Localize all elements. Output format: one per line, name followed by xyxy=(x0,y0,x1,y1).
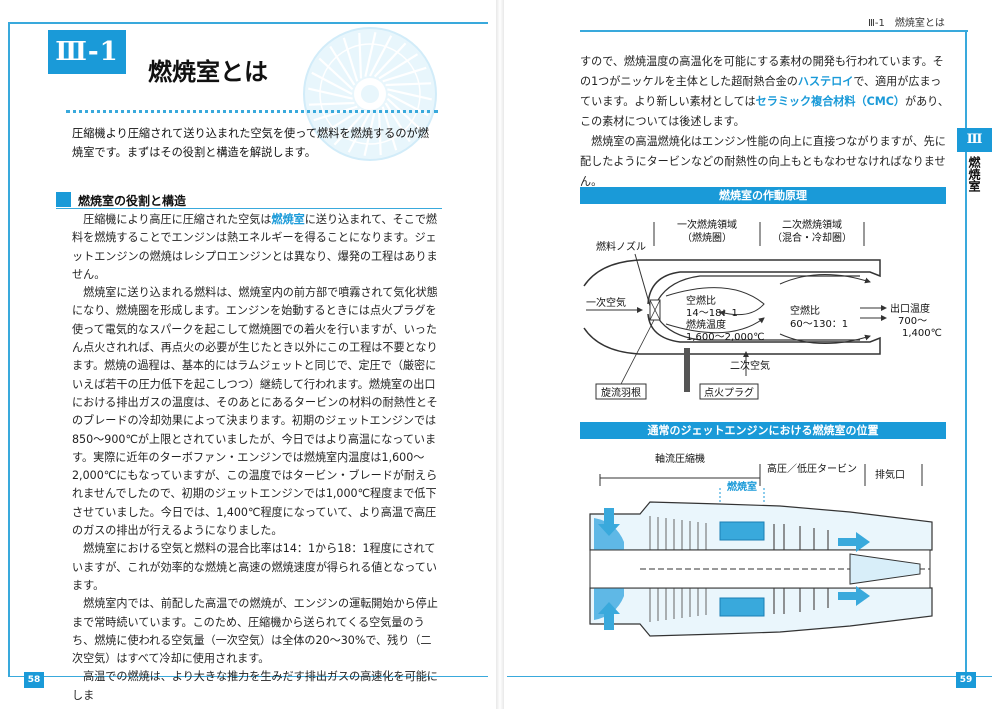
section-rule xyxy=(56,208,442,209)
term-highlight: ハステロイ xyxy=(797,75,854,88)
body-paragraph: 燃焼室における空気と燃料の混合比率は14：1から18：1程度にされていますが、こ… xyxy=(72,542,437,592)
ratio1-label: 空燃比 xyxy=(686,294,716,307)
right-body-text: すので、燃焼温度の高温化を可能にする素材の開発も行われています。その1つがニッケ… xyxy=(580,52,950,192)
chapter-badge: Ⅲ-1 xyxy=(48,30,126,74)
body-paragraph: 燃焼室内では、前配した高温での燃焼が、エンジンの運転開始から停止まで常時続いてい… xyxy=(72,597,438,666)
book-gutter xyxy=(496,0,504,709)
primary-zone-label: 一次燃焼領域 xyxy=(677,218,737,231)
frame-line xyxy=(8,22,10,676)
frame-line xyxy=(8,676,488,677)
turbine-fan-icon xyxy=(303,27,437,161)
body-paragraph: 燃焼室に送り込まれる燃料は、燃焼室内の前方部で噴霧されて気化状態になり、燃焼圏を… xyxy=(72,286,438,538)
hp-lp-turbine-label: 高圧／低圧タービン xyxy=(767,462,857,475)
section-heading: 燃焼室の役割と構造 xyxy=(56,190,442,210)
chapter-title: 燃焼室とは xyxy=(148,58,268,86)
body-paragraph: 高温での燃焼は、より大きな推力を生みだす排出ガスの高速化を可能にしま xyxy=(72,670,438,702)
body-paragraph: すので、燃焼温度の高温化を可能にする素材の開発も行われています。その1つがニッケ… xyxy=(580,55,949,128)
combustor-label: 燃焼室 xyxy=(727,480,757,493)
chapter-side-tab[interactable]: Ⅲ xyxy=(957,128,992,152)
fuel-nozzle-label: 燃料ノズル xyxy=(596,240,646,253)
temp-label: 燃焼温度 xyxy=(686,318,726,331)
section-marker xyxy=(56,192,71,207)
figure-title: 燃焼室の作動原理 xyxy=(580,187,946,204)
chapter-side-label: 燃焼室 xyxy=(967,156,981,192)
igniter-label: 点火プラグ xyxy=(704,386,754,399)
dotted-divider xyxy=(66,110,438,113)
frame-line xyxy=(580,30,968,32)
term-highlight: 燃焼室 xyxy=(271,213,305,226)
primary-zone-sub: （燃焼圏） xyxy=(682,231,732,244)
ratio2-value: 60〜130：1 xyxy=(790,319,848,330)
frame-line xyxy=(965,30,967,676)
chapter-intro: 圧縮機より圧縮されて送り込まれた空気を使って燃料を燃焼するのが燃焼室です。まずは… xyxy=(72,127,429,159)
left-body-text: 圧縮機により高圧に圧縮された空気は燃焼室に送り込まれて、そこで燃料を燃焼すること… xyxy=(72,211,442,705)
exit-temp-value: 700〜 xyxy=(898,316,927,327)
page-number: 58 xyxy=(24,672,44,688)
frame-line xyxy=(507,676,992,677)
exit-temp-label: 出口温度 xyxy=(890,302,930,315)
ratio2-label: 空燃比 xyxy=(790,304,820,317)
temp-value: 1,600〜2,000℃ xyxy=(686,332,765,343)
secondary-zone-sub: （混合・冷却圏） xyxy=(772,231,852,244)
section-heading-label: 燃焼室の役割と構造 xyxy=(78,194,187,208)
term-highlight: セラミック複合材料（CMC） xyxy=(755,95,905,108)
combustor-principle-diagram: 一次燃焼領域 （燃焼圏） 二次燃焼領域 （混合・冷却圏） 燃料ノズル 一次空気 … xyxy=(583,218,942,400)
secondary-air-label: 二次空気 xyxy=(730,359,770,372)
exhaust-label: 排気口 xyxy=(875,468,905,481)
figure-title: 通常のジェットエンジンにおける燃焼室の位置 xyxy=(580,422,946,439)
axial-compressor-label: 軸流圧縮機 xyxy=(655,452,705,465)
primary-air-label: 一次空気 xyxy=(586,296,626,309)
page-number: 59 xyxy=(956,672,976,688)
body-paragraph: 燃焼室の高温燃焼化はエンジン性能の向上に直接つながりますが、先に配したようにター… xyxy=(580,135,946,188)
engine-cross-section-diagram: 軸流圧縮機 高圧／低圧タービン 排気口 燃焼室 xyxy=(589,452,933,637)
running-head: Ⅲ-1 燃焼室とは xyxy=(868,18,945,29)
frame-line xyxy=(8,22,488,24)
body-paragraph: 圧縮機により高圧に圧縮された空気は燃焼室に送り込まれて、そこで燃料を燃焼すること… xyxy=(72,213,438,281)
swirler-label: 旋流羽根 xyxy=(601,386,641,399)
secondary-zone-label: 二次燃焼領域 xyxy=(782,218,842,231)
exit-temp-value2: 1,400℃ xyxy=(902,328,942,339)
ratio1-value: 14〜18：1 xyxy=(686,308,738,319)
